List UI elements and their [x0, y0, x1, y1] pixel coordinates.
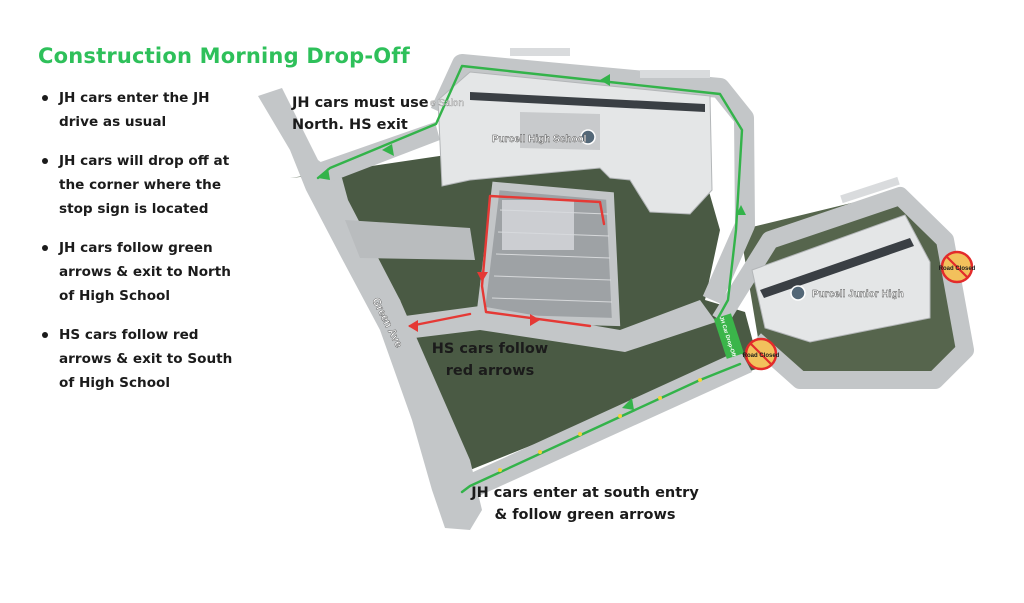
green-ave-road	[258, 88, 482, 530]
parked-cars	[502, 200, 574, 250]
junior-high-marker-icon	[790, 285, 806, 301]
green-route	[316, 64, 744, 494]
road-closed-text-1: Road Closed	[743, 353, 780, 359]
jh-roof-dark	[760, 238, 914, 298]
south-entry-road	[460, 350, 752, 500]
jh-loop-road	[712, 187, 974, 389]
lot-south-connector	[390, 300, 716, 352]
red-route	[408, 194, 606, 328]
instruction-item: JH cars enter the JH drive as usual	[40, 86, 250, 134]
junior-high-label: Purcell Junior High	[812, 289, 904, 300]
hs-red-arrows-note: HS cars follow red arrows	[431, 341, 549, 379]
hs-roof-dark	[470, 92, 705, 112]
instruction-list: JH cars enter the JH drive as usual JH c…	[40, 86, 250, 410]
red-arrowheads	[408, 272, 540, 332]
road-closed-sign-2: Road Closed	[939, 250, 976, 284]
jh-north-exit-note: JH cars must use North. HS exit	[292, 95, 429, 133]
green-arrowheads	[318, 74, 746, 410]
road-closed-sign-1: Road Closed	[743, 337, 780, 371]
high-school-label: Purcell High School	[492, 134, 587, 145]
north-parking-stalls	[510, 48, 900, 204]
north-connector-road	[312, 122, 440, 186]
instruction-item: JH cars will drop off at the corner wher…	[40, 149, 250, 221]
road-closed-text-2: Road Closed	[939, 266, 976, 272]
frontage-strip	[345, 220, 475, 260]
jh-south-entry-note: JH cars enter at south entry & follow gr…	[471, 485, 699, 523]
instruction-item: HS cars follow red arrows & exit to Sout…	[40, 323, 250, 395]
hs-roof-shade	[520, 112, 600, 150]
page-title: Construction Morning Drop-Off	[38, 44, 411, 68]
car-queue	[498, 378, 702, 472]
high-school-marker-icon	[580, 129, 596, 145]
salon-label: e Salon	[430, 98, 464, 109]
instruction-item: JH cars follow green arrows & exit to No…	[40, 236, 250, 308]
